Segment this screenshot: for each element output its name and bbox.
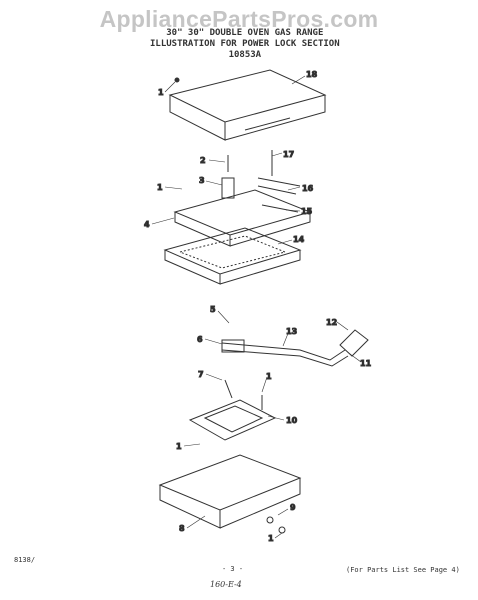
callout-10: 10 [286,416,298,425]
callout-3: 3 [199,176,205,185]
callout-14: 14 [293,235,305,244]
callout-12: 12 [326,318,337,327]
callout-18: 18 [306,70,318,79]
motor-bracket-part [188,379,277,441]
base-tray-part [158,454,302,534]
callout-8: 8 [179,524,185,533]
watermark: AppliancePartsPros.com [99,6,379,32]
callout-1-bracket-screw: 1 [266,372,272,381]
callout-1-motor-screw: 1 [176,442,182,451]
callout-16: 16 [302,184,314,193]
callout-9: 9 [290,503,296,512]
callout-6: 6 [197,335,203,344]
parts-list-note: (For Parts List See Page 4) [346,566,460,574]
callout-2: 2 [200,156,206,165]
diagram-title: 30" 30" DOUBLE OVEN GAS RANGE ILLUSTRATI… [150,28,340,61]
title-line-3: 10853A [228,50,262,60]
handwritten-note: 160-E-4 [210,580,242,589]
callout-1-top-screw: 1 [158,88,164,97]
footer-code: 8138/ [14,556,36,564]
leader-lines [151,75,362,539]
lock-plate-part [173,150,312,247]
callout-7: 7 [198,370,204,379]
top-cover-part [168,69,327,141]
callout-11: 11 [360,359,372,368]
callout-1-base-screw: 1 [268,534,274,543]
title-line-2: ILLUSTRATION FOR POWER LOCK SECTION [150,39,340,49]
page-number: - 3 - [222,565,244,573]
callout-4: 4 [144,220,150,229]
gasket-part [163,227,302,285]
lock-rod-part [221,329,369,367]
callout-17: 17 [283,150,294,159]
title-line-1: 30" 30" DOUBLE OVEN GAS RANGE [166,28,324,38]
callout-5: 5 [210,305,216,314]
callout-13: 13 [286,327,297,336]
callout-15: 15 [301,207,313,216]
callout-1-plate-screw: 1 [157,183,163,192]
